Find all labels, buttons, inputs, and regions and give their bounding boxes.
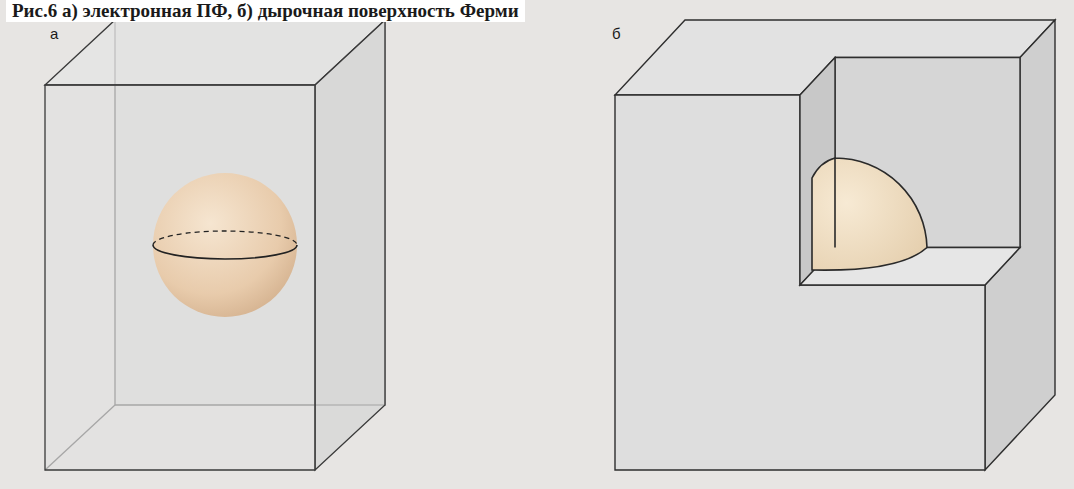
brillouin-cube-a xyxy=(45,20,385,470)
page-ground xyxy=(0,22,1074,489)
panel-letter: а xyxy=(50,26,58,42)
figure-title: Рис.6 а) электронная ПФ, б) дырочная пов… xyxy=(6,0,525,22)
electron-fermi-sphere xyxy=(153,173,297,317)
panel-letter: б xyxy=(612,26,621,42)
hole-fermi-octant xyxy=(812,158,927,270)
brillouin-cube-b xyxy=(615,20,1055,470)
